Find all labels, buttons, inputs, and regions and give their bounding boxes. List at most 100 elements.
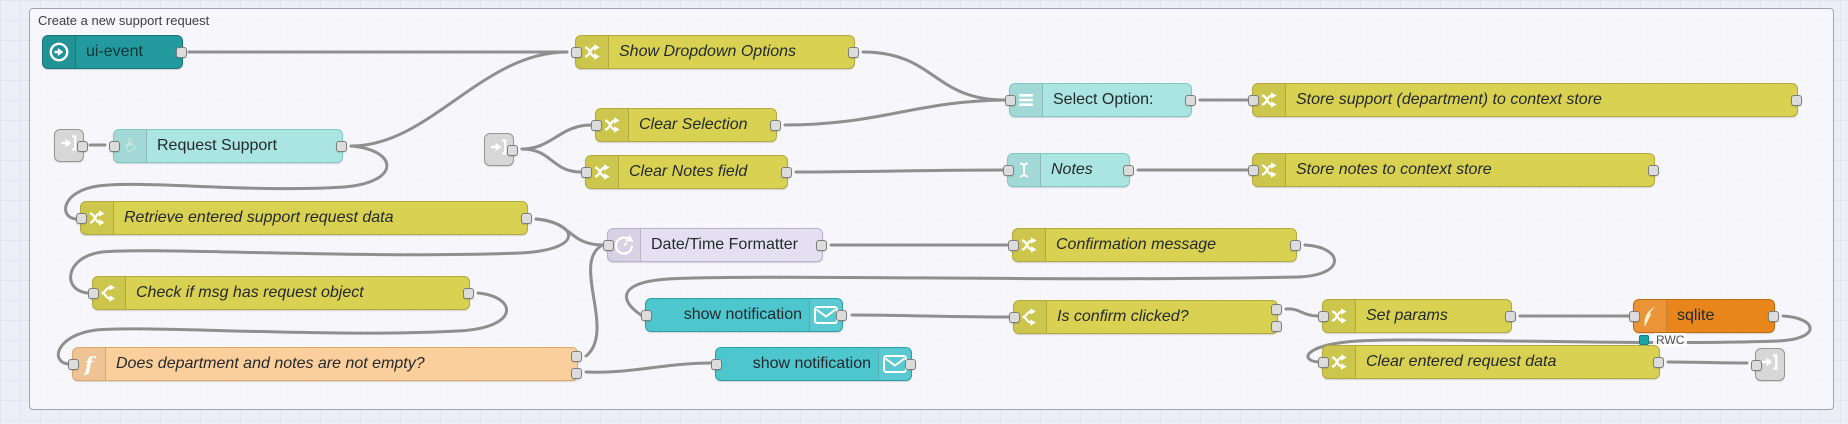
wire[interactable] <box>794 168 1005 174</box>
input-port[interactable] <box>1248 95 1259 106</box>
output-port[interactable] <box>816 240 827 251</box>
input-port[interactable] <box>1629 311 1640 322</box>
output-port[interactable] <box>463 288 474 299</box>
node-label: Set params <box>1366 307 1448 324</box>
node-label: Check if msg has request object <box>136 284 364 301</box>
input-port[interactable] <box>581 167 592 178</box>
text-cursor-icon <box>1008 154 1041 186</box>
output-port-2[interactable] <box>571 368 582 379</box>
node-label: Store support (department) to context st… <box>1296 91 1602 108</box>
input-port[interactable] <box>571 47 582 58</box>
wire[interactable] <box>584 361 713 374</box>
node-label: Clear Selection <box>639 116 748 133</box>
input-port[interactable] <box>109 141 120 152</box>
node-ui-event[interactable]: ui-event <box>42 35 187 69</box>
input-port[interactable] <box>1009 312 1020 323</box>
node-check-request-object[interactable]: Check if msg has request object <box>88 276 474 310</box>
group-title: Create a new support request <box>38 13 210 28</box>
output-port[interactable] <box>1768 311 1779 322</box>
node-store-support-context[interactable]: Store support (department) to context st… <box>1248 83 1802 117</box>
output-port[interactable] <box>781 167 792 178</box>
input-port[interactable] <box>1751 360 1762 371</box>
wire[interactable] <box>1666 360 1749 365</box>
node-label: sqlite <box>1677 307 1715 324</box>
link-in-node[interactable] <box>54 129 88 162</box>
input-port[interactable] <box>1003 165 1014 176</box>
node-clear-selection[interactable]: Clear Selection <box>591 108 781 142</box>
node-show-notification[interactable]: show notification <box>711 347 916 381</box>
node-label: Store notes to context store <box>1296 161 1492 178</box>
node-clear-entered-data[interactable]: Clear entered request data <box>1318 345 1664 379</box>
input-port[interactable] <box>1008 240 1019 251</box>
node-label: Clear Notes field <box>629 163 748 180</box>
wire[interactable] <box>534 217 605 247</box>
wire[interactable] <box>783 98 1007 127</box>
input-port[interactable] <box>68 359 79 370</box>
input-port[interactable] <box>88 288 99 299</box>
input-port[interactable] <box>1005 95 1016 106</box>
output-port[interactable] <box>905 359 916 370</box>
output-port[interactable] <box>1185 95 1196 106</box>
node-label: Request Support <box>157 137 278 154</box>
node-notes-text-input[interactable]: Notes <box>1003 153 1134 187</box>
wire[interactable] <box>584 244 603 358</box>
output-port[interactable] <box>1791 95 1802 106</box>
output-port-1[interactable] <box>571 351 582 362</box>
output-port[interactable] <box>836 310 847 321</box>
node-sqlite[interactable]: sqlite <box>1629 299 1779 333</box>
wire[interactable] <box>624 243 1336 317</box>
status-dot <box>1639 335 1649 345</box>
wire[interactable] <box>1284 307 1320 318</box>
node-label: Retrieve entered support request data <box>124 209 394 226</box>
input-port[interactable] <box>1318 311 1329 322</box>
input-port[interactable] <box>591 120 602 131</box>
output-port-1[interactable] <box>1271 304 1282 315</box>
output-port[interactable] <box>77 141 88 152</box>
wire[interactable] <box>520 147 583 174</box>
wire[interactable] <box>57 291 508 366</box>
link-out-icon <box>1760 352 1780 377</box>
link-in-node[interactable] <box>484 133 518 166</box>
output-port[interactable] <box>1123 165 1134 176</box>
node-retrieve-request-data[interactable]: Retrieve entered support request data <box>76 201 532 235</box>
node-does-not-empty-function[interactable]: f Does department and notes are not empt… <box>68 347 582 381</box>
node-store-notes-context[interactable]: Store notes to context store <box>1248 153 1659 187</box>
output-port[interactable] <box>1653 357 1664 368</box>
node-select-option-dropdown[interactable]: Select Option: <box>1005 83 1196 117</box>
input-port[interactable] <box>603 240 614 251</box>
node-label: Clear entered request data <box>1366 353 1557 370</box>
output-port[interactable] <box>521 213 532 224</box>
output-port[interactable] <box>770 120 781 131</box>
node-show-dropdown-options[interactable]: Show Dropdown Options <box>571 35 859 69</box>
input-port[interactable] <box>711 359 722 370</box>
wire[interactable] <box>349 50 569 148</box>
wire[interactable] <box>520 123 593 151</box>
link-out-node[interactable] <box>1751 348 1785 381</box>
output-port[interactable] <box>507 145 518 156</box>
output-port[interactable] <box>1648 165 1659 176</box>
input-port[interactable] <box>76 213 87 224</box>
node-label: show notification <box>752 355 871 372</box>
node-clear-notes-field[interactable]: Clear Notes field <box>581 155 792 189</box>
input-port[interactable] <box>641 310 652 321</box>
output-port[interactable] <box>848 47 859 58</box>
input-port[interactable] <box>1248 165 1259 176</box>
output-port-2[interactable] <box>1271 321 1282 332</box>
output-port[interactable] <box>1290 240 1301 251</box>
node-label: Select Option: <box>1053 91 1154 108</box>
node-request-support-button[interactable]: ☝ Request Support <box>109 129 347 163</box>
output-port[interactable] <box>336 141 347 152</box>
node-is-confirm-clicked[interactable]: Is confirm clicked? <box>1009 300 1282 334</box>
wire[interactable] <box>861 50 1007 102</box>
input-port[interactable] <box>1318 357 1329 368</box>
node-label: Does department and notes are not empty? <box>116 355 425 372</box>
wire[interactable] <box>850 313 1011 319</box>
output-port[interactable] <box>1505 311 1516 322</box>
wire[interactable] <box>69 217 570 295</box>
node-confirmation-message[interactable]: Confirmation message <box>1008 228 1301 262</box>
node-set-params[interactable]: Set params <box>1318 299 1516 333</box>
node-datetime-formatter[interactable]: Date/Time Formatter <box>603 228 827 262</box>
node-show-notification[interactable]: show notification <box>641 298 847 332</box>
output-port[interactable] <box>176 47 187 58</box>
wire[interactable] <box>64 144 389 221</box>
